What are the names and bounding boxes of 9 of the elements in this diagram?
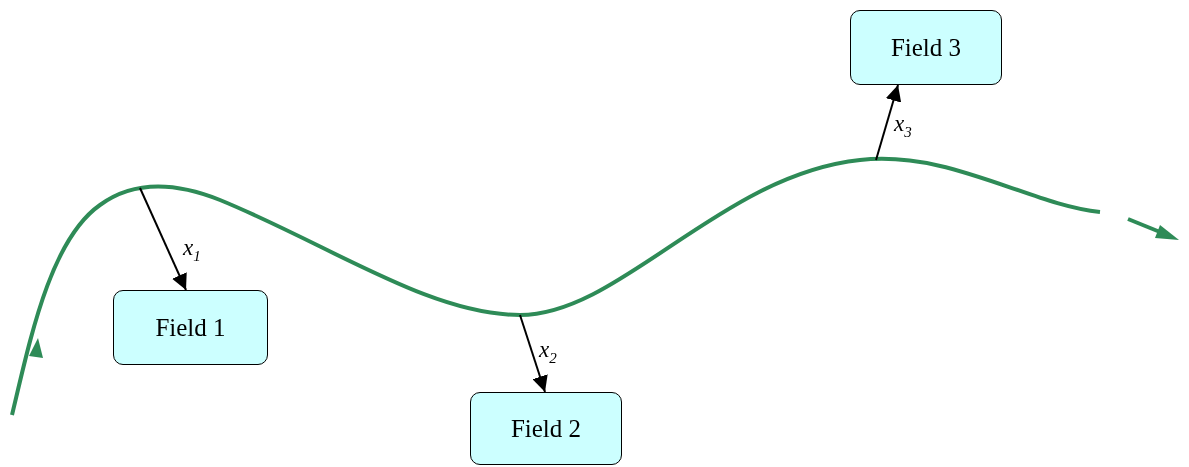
arrow bbox=[139, 187, 187, 291]
field-label: Field 3 bbox=[890, 33, 962, 62]
arrow bbox=[519, 314, 548, 393]
field-box bbox=[113, 290, 268, 365]
field-box bbox=[470, 392, 622, 465]
field-label: Field 1 bbox=[155, 313, 226, 342]
field-label: Field 2 bbox=[510, 414, 582, 443]
field-box bbox=[850, 10, 1002, 85]
arrow bbox=[875, 84, 902, 161]
